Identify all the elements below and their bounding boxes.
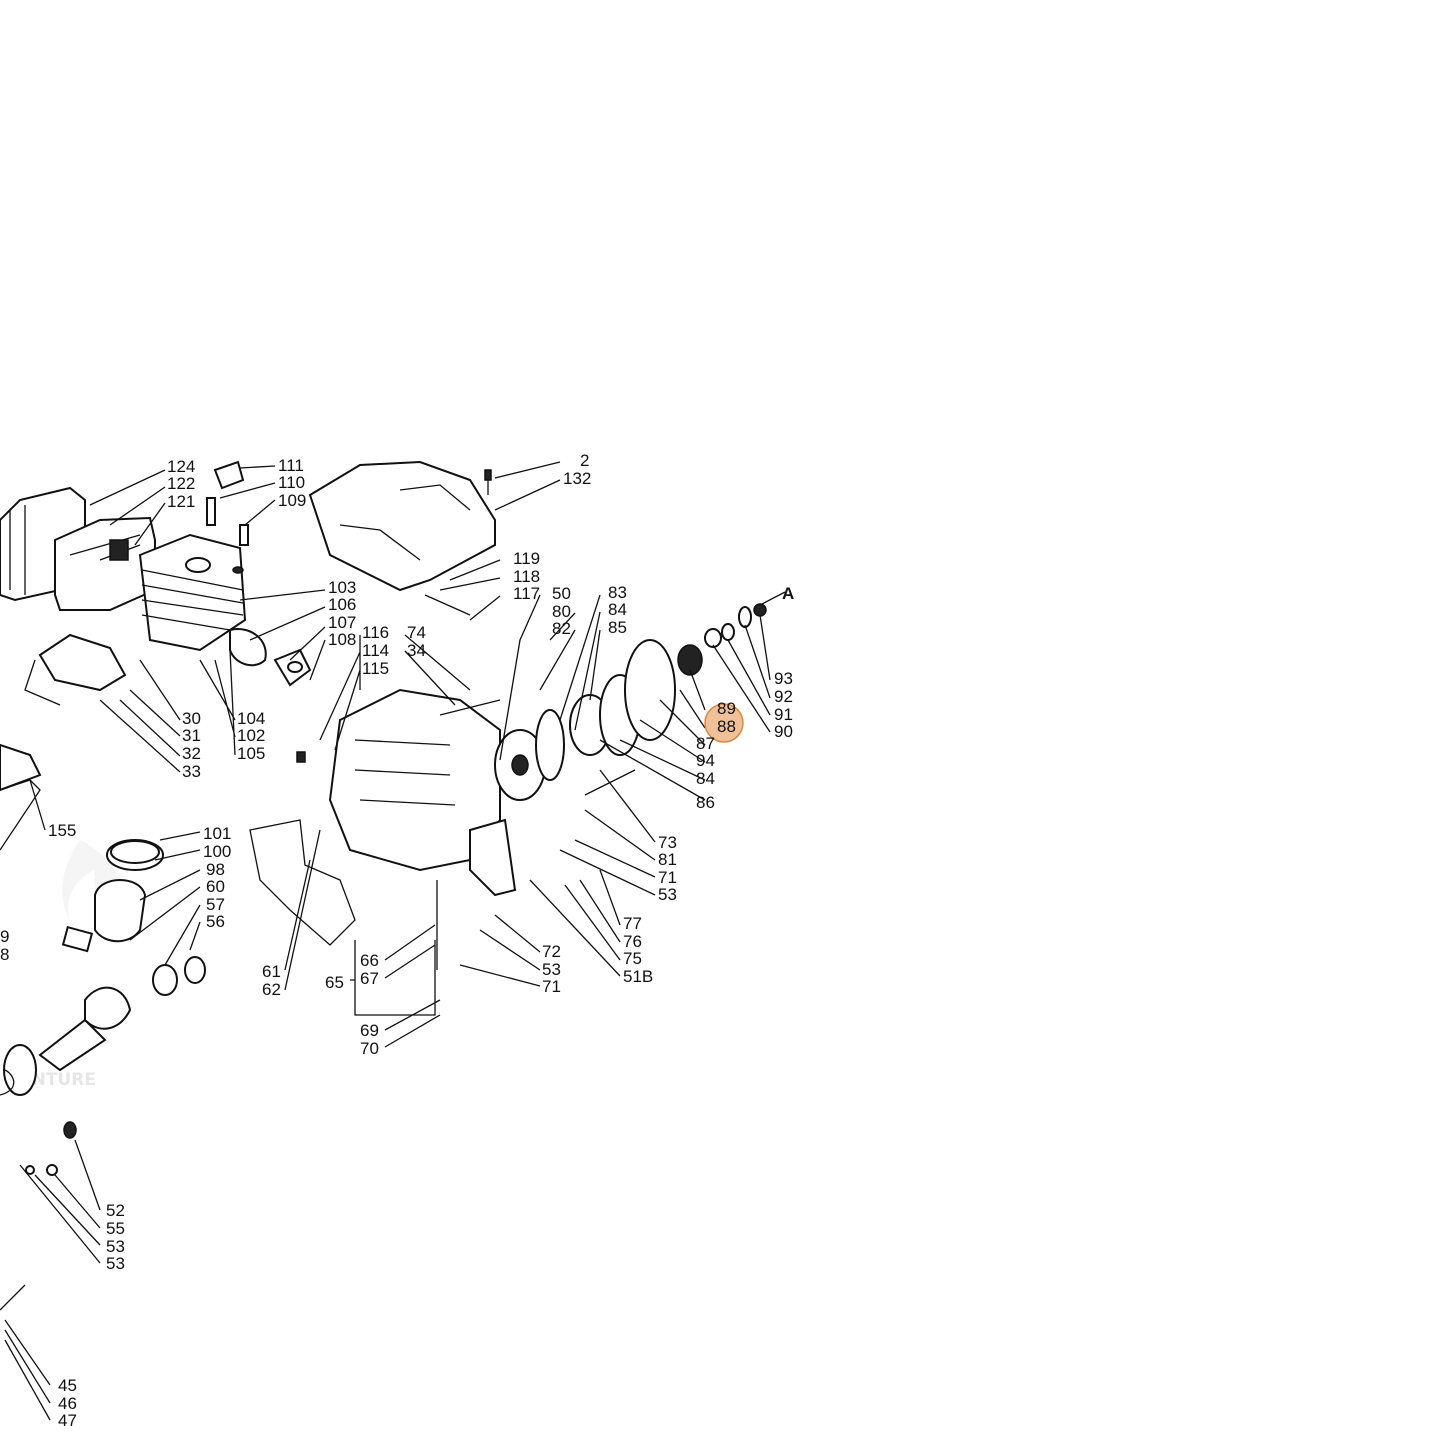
top-cover (308, 460, 496, 592)
callout-label: 61 (262, 962, 281, 981)
callout-label: 65 (325, 973, 344, 992)
callout-label: 121 (167, 492, 195, 511)
callout-label: 84 (608, 600, 627, 619)
callout-label: 111 (278, 456, 304, 475)
misc-small-parts (0, 743, 77, 1311)
arrow-label: A (782, 584, 794, 603)
callout-label: 86 (696, 793, 715, 812)
callout-label: 106 (328, 595, 356, 614)
leader-lines (4, 461, 786, 1421)
callout-label: 70 (360, 1039, 379, 1058)
callout-label: 66 (360, 951, 379, 970)
callout-label: 30 (182, 709, 201, 728)
callout-label: 71 (542, 977, 561, 996)
callout-label: 62 (262, 980, 281, 999)
callout-label: 118 (513, 567, 540, 586)
callout-label: 80 (552, 602, 571, 621)
highlight-marker[interactable] (704, 703, 744, 743)
callout-label: 88 (717, 717, 736, 736)
callout-label: 115 (362, 659, 389, 678)
callout-label: 82 (552, 619, 571, 638)
callout-label: 83 (608, 583, 627, 602)
callout-label: 72 (542, 942, 561, 961)
callout-label: 90 (774, 722, 793, 741)
callout-label: 53 (542, 960, 561, 979)
callout-label: 98 (206, 860, 225, 879)
callout-label: 71 (658, 868, 677, 887)
callout-label: 100 (203, 842, 231, 861)
callout-label: 57 (206, 895, 225, 914)
crankcase (328, 688, 517, 897)
callout-label: 122 (167, 474, 195, 493)
callout-label: 8 (0, 945, 9, 964)
callout-label: 85 (608, 618, 627, 637)
piston (61, 839, 164, 953)
callout-label: 69 (360, 1021, 379, 1040)
callout-labels: 124 122 121 111 110 109 2 132 103 106 10… (0, 451, 794, 1430)
watermark-text: ENTURE (20, 1070, 96, 1090)
callout-label: 116 (362, 623, 389, 642)
callout-label: 55 (106, 1219, 125, 1238)
callout-label: 117 (513, 584, 540, 603)
callout-label: 53 (106, 1254, 125, 1273)
callout-label: 77 (623, 914, 642, 933)
callout-label: 60 (206, 877, 225, 896)
muffler-assembly (0, 486, 156, 611)
callout-label: 109 (278, 491, 306, 510)
callout-label: 53 (658, 885, 677, 904)
callout-label: 73 (658, 833, 677, 852)
callout-label: 107 (328, 613, 356, 632)
callout-label: 103 (328, 578, 356, 597)
callout-label: 76 (623, 932, 642, 951)
spark-plug-cap (206, 460, 249, 546)
callout-label: 102 (237, 726, 265, 745)
callout-label: 32 (182, 744, 201, 763)
callout-label: 56 (206, 912, 225, 931)
callout-label: 87 (696, 734, 715, 753)
callout-label: 74 (407, 623, 426, 642)
cylinder (138, 533, 247, 652)
callout-label: 84 (696, 769, 715, 788)
callout-label: 89 (717, 699, 736, 718)
callout-label: 101 (203, 824, 231, 843)
callout-label: 105 (237, 744, 265, 763)
callout-label: 104 (237, 709, 265, 728)
callout-label: 34 (407, 641, 426, 660)
callout-label: 31 (182, 726, 201, 745)
callout-label: 94 (696, 751, 715, 770)
callout-label: 53 (106, 1237, 125, 1256)
callout-label: 46 (58, 1394, 77, 1413)
callout-label: 75 (623, 949, 642, 968)
callout-label: 110 (278, 473, 305, 492)
callout-label: 155 (48, 821, 76, 840)
callout-label: 51B (623, 967, 653, 986)
clutch-assembly (494, 603, 767, 801)
callout-label: 81 (658, 850, 677, 869)
callout-label: 108 (328, 630, 356, 649)
callout-label: 9 (0, 927, 9, 946)
callout-label: 50 (552, 584, 571, 603)
crankshaft (0, 956, 206, 1096)
callout-label: 45 (58, 1376, 77, 1395)
callout-label: 132 (563, 469, 591, 488)
callout-label: 124 (167, 457, 195, 476)
callout-label: 93 (774, 669, 793, 688)
intake-parts (24, 628, 312, 706)
callout-label: 2 (580, 451, 589, 470)
callout-label: 91 (774, 705, 793, 724)
callout-label: 92 (774, 687, 793, 706)
callout-label: 114 (362, 641, 389, 660)
callout-label: 47 (58, 1411, 77, 1430)
callout-label: 33 (182, 762, 201, 781)
gasket (249, 819, 356, 946)
callout-label: 67 (360, 969, 379, 988)
callout-label: 52 (106, 1201, 125, 1220)
callout-label: 119 (513, 549, 540, 568)
